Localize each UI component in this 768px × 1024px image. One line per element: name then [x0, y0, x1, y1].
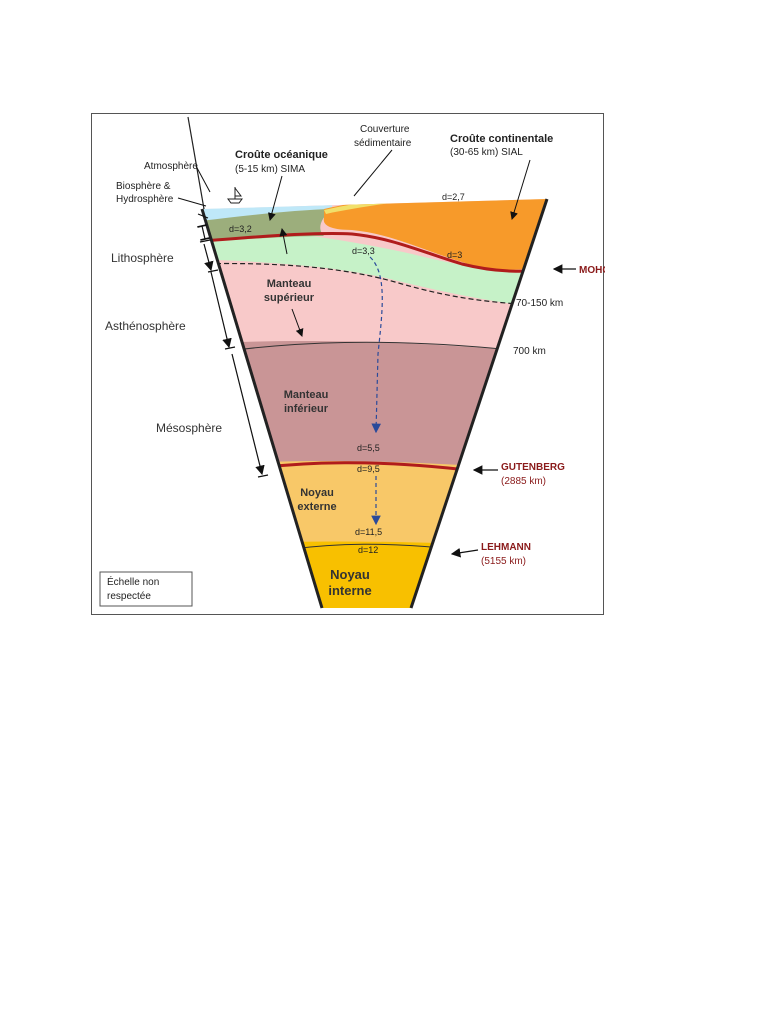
density-inner-core: d=12: [358, 545, 378, 555]
gutenberg-depth-label: (2885 km): [501, 476, 546, 487]
density-continental-top: d=2,7: [442, 192, 465, 202]
upper-mantle-label-line2: supérieur: [264, 292, 315, 304]
density-outer-core-top: d=9,5: [357, 464, 380, 474]
lithosphere-label: Lithosphère: [111, 251, 174, 265]
outer-core-label-line2: externe: [297, 501, 336, 513]
biosphere-label-line2: Hydrosphère: [116, 194, 174, 205]
continental-crust-label-line2: (30-65 km) SIAL: [450, 147, 523, 158]
scale-note-line2: respectée: [107, 591, 151, 602]
asthenosphere-label: Asthénosphère: [105, 319, 186, 333]
density-outer-core-base: d=11,5: [355, 527, 382, 537]
sediment-label-line2: sédimentaire: [354, 138, 412, 149]
upper-mantle-pointer-up: [279, 228, 288, 255]
sediment-pointer: [353, 149, 393, 197]
mesosphere-label: Mésosphère: [156, 421, 222, 435]
lithospheric-mantle-layer: [202, 224, 547, 309]
density-upper-mantle: d=3,3: [352, 246, 375, 256]
upper-mantle-pointer-down: [291, 308, 304, 337]
continental-crust-label-line1: Croûte continentale: [450, 133, 553, 145]
surface-radius-line: [187, 116, 205, 210]
lehmann-pointer: [450, 547, 479, 558]
density-continental-base: d=3: [447, 250, 462, 260]
oceanic-crust-label-line2: (5-15 km) SIMA: [235, 164, 305, 175]
wedge-right-edge: [409, 198, 549, 609]
upper-mantle-label-line1: Manteau: [267, 278, 312, 290]
oceanic-crust-pointer: [267, 175, 283, 221]
atmosphere-label: Atmosphère: [144, 161, 198, 172]
inner-core-label-line2: interne: [328, 583, 371, 598]
lower-mantle-label-line1: Manteau: [284, 389, 329, 401]
scale-note-line1: Échelle non: [107, 575, 159, 588]
earth-structure-diagram: Atmosphère Biosphère & Hydrosphère Litho…: [99, 116, 610, 609]
continental-crust-layer: [323, 199, 547, 270]
density-gradient-arrow-mantle: [369, 256, 383, 434]
oceanic-crust-label-line1: Croûte océanique: [235, 149, 328, 161]
left-brackets: [197, 213, 269, 478]
diagram-frame: Atmosphère Biosphère & Hydrosphère Litho…: [91, 113, 610, 615]
lithosphere-base-boundary: [202, 262, 547, 307]
lehmann-label: LEHMANN: [481, 542, 531, 553]
outer-core-label-line1: Noyau: [300, 487, 334, 499]
sediment-label-line1: Couverture: [360, 124, 410, 135]
scale-note-box: [99, 571, 193, 607]
transition-depth-label: 700 km: [513, 346, 546, 357]
wedge-left-edge: [200, 208, 324, 609]
lower-mantle-label-line2: inférieur: [284, 403, 329, 415]
lithosphere-depth-label: 70-150 km: [516, 298, 563, 309]
ship-icon: [227, 187, 243, 204]
atmosphere-pointer: [195, 165, 211, 193]
gutenberg-label: GUTENBERG: [501, 462, 565, 473]
continental-crust-pointer: [510, 159, 531, 220]
lehmann-depth-label: (5155 km): [481, 556, 526, 567]
inner-core-label-line1: Noyau: [330, 567, 370, 582]
moho-label: MOHO: [579, 265, 605, 276]
density-lower-mantle-base: d=5,5: [357, 443, 380, 453]
density-oceanic: d=3,2: [229, 224, 252, 234]
biosphere-label-line1: Biosphère &: [116, 181, 171, 192]
biosphere-pointer: [177, 197, 207, 207]
moho-boundary: [202, 232, 547, 273]
